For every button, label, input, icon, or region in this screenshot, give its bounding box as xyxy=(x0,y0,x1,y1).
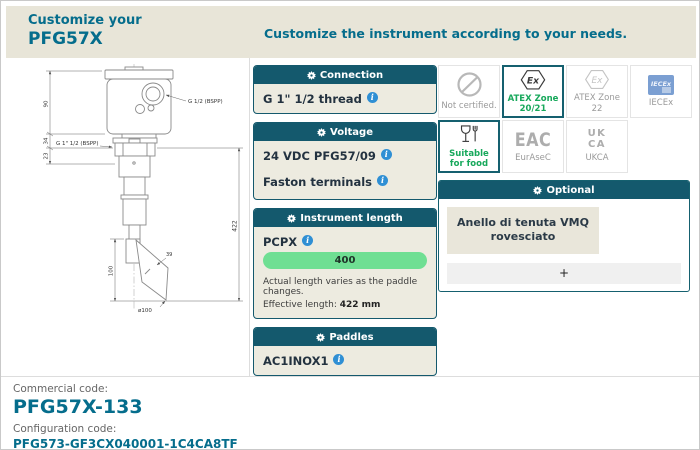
dim-34-label: 34 xyxy=(44,137,50,144)
page-header: Customize your PFG57X Customize the inst… xyxy=(6,6,696,58)
cert-tile-ukca[interactable]: UK CA UKCA xyxy=(566,120,628,173)
customize-your-label: Customize your xyxy=(28,13,142,28)
connection-card-header: Connection xyxy=(254,66,436,84)
effective-length-row: Effective length: 422 mm xyxy=(254,298,436,318)
optional-panel: Optional Anello di tenuta VMQ rovesciato… xyxy=(438,180,690,292)
technical-drawing-panel: 90 34 23 422 100 ø100 39 G 1" 1/2 (BSPP)… xyxy=(2,58,249,376)
atex-ex-icon: Ex xyxy=(520,70,546,90)
optional-item[interactable]: Anello di tenuta VMQ rovesciato xyxy=(447,207,599,254)
info-icon[interactable]: i xyxy=(333,353,345,365)
configuration-code-label: Configuration code: xyxy=(13,423,117,435)
add-optional-button[interactable]: + xyxy=(447,262,681,284)
gear-icon xyxy=(317,128,327,137)
gear-icon xyxy=(306,71,316,80)
info-icon[interactable]: i xyxy=(377,174,389,186)
effective-length-value: 422 mm xyxy=(339,300,381,310)
connection-value-row: G 1" 1/2 thread i xyxy=(254,84,436,113)
connection-card-title: Connection xyxy=(319,70,384,81)
codes-section: Commercial code: PFG57X-133 Configuratio… xyxy=(1,376,699,449)
cert-tile-not-certified[interactable]: Not certified. xyxy=(438,65,500,118)
cert-label: UKCA xyxy=(585,153,609,164)
technical-drawing: 90 34 23 422 100 ø100 39 G 1" 1/2 (BSPP)… xyxy=(44,64,243,314)
terminals-value-row: Faston terminals i xyxy=(254,165,436,199)
options-column: Connection G 1" 1/2 thread i Voltage 24 … xyxy=(253,65,437,384)
length-type-row: PCPX i xyxy=(254,227,436,251)
commercial-code-label: Commercial code: xyxy=(13,383,108,395)
length-type-value: PCPX xyxy=(263,235,298,249)
cert-label: EurAseC xyxy=(515,152,551,163)
instrument-length-card-header: Instrument length xyxy=(254,209,436,227)
length-slider[interactable]: 400 xyxy=(263,252,427,269)
dimension-lines xyxy=(46,70,243,308)
cert-tile-atex-zone-20-21[interactable]: Ex ATEX Zone 20/21 xyxy=(502,65,564,118)
length-note: Actual length varies as the paddle chang… xyxy=(263,277,418,297)
thread-g112-label: G 1" 1/2 (BSPP) xyxy=(56,141,98,147)
cert-label: IECEx xyxy=(648,97,674,108)
svg-text:Ex: Ex xyxy=(527,77,540,87)
product-name: PFG57X xyxy=(28,29,103,49)
voltage-card-header: Voltage xyxy=(254,123,436,141)
connection-card: Connection G 1" 1/2 thread i xyxy=(253,65,437,114)
header-title-block: Customize your PFG57X xyxy=(6,6,696,49)
cert-label: ATEX Zone 20/21 xyxy=(507,93,559,114)
dimension-labels: 90 34 23 422 100 ø100 39 G 1" 1/2 (BSPP)… xyxy=(44,99,239,314)
dim-90-label: 90 xyxy=(44,100,50,107)
svg-text:Ex: Ex xyxy=(592,76,604,86)
instrument-body xyxy=(104,66,174,301)
cert-tile-iecex[interactable]: IECEx IECEx xyxy=(630,65,692,118)
thread-g12-label: G 1/2 (BSPP) xyxy=(188,99,223,105)
dim-23-label: 23 xyxy=(44,152,50,159)
voltage-card: Voltage 24 VDC PFG57/09 i Faston termina… xyxy=(253,122,437,200)
paddles-card: Paddles AC1INOX1 i xyxy=(253,327,437,376)
info-icon[interactable]: i xyxy=(302,234,314,246)
configuration-code-value: PFG573-GF3CX040001-1C4CA8TF xyxy=(13,437,238,450)
header-subtitle: Customize the instrument according to yo… xyxy=(264,26,628,41)
iecex-logo: IECEx xyxy=(648,74,674,95)
ukca-logo: UK CA xyxy=(587,128,607,150)
food-contact-icon xyxy=(460,125,478,142)
cert-label: ATEX Zone 22 xyxy=(574,93,620,114)
optional-panel-title: Optional xyxy=(546,185,595,196)
atex-ex-icon: Ex xyxy=(585,70,609,90)
cert-label: Not certified. xyxy=(441,101,497,112)
instrument-length-card: Instrument length PCPX i 400 Actual leng… xyxy=(253,208,437,319)
paddles-card-header: Paddles xyxy=(254,328,436,346)
effective-length-label: Effective length: xyxy=(263,300,337,310)
voltage-value-row: 24 VDC PFG57/09 i xyxy=(254,141,436,165)
eac-logo: EAC xyxy=(514,128,552,151)
info-icon[interactable]: i xyxy=(380,148,392,160)
cert-tile-atex-zone-22[interactable]: Ex ATEX Zone 22 xyxy=(566,65,628,118)
voltage-value: 24 VDC PFG57/09 xyxy=(263,149,376,163)
dim-100-label: 100 xyxy=(109,265,115,276)
gear-icon xyxy=(316,333,326,342)
dim-422-label: 422 xyxy=(232,220,239,232)
cert-tile-suitable-for-food[interactable]: Suitable for food xyxy=(438,120,500,173)
optional-panel-header: Optional xyxy=(439,181,689,199)
connection-value: G 1" 1/2 thread xyxy=(263,92,362,106)
paddles-value: AC1INOX1 xyxy=(263,354,329,368)
dim-d100-label: ø100 xyxy=(138,308,152,314)
optional-body: Anello di tenuta VMQ rovesciato + xyxy=(439,199,689,291)
info-icon[interactable]: i xyxy=(366,91,378,103)
paddles-value-row: AC1INOX1 i xyxy=(254,346,436,375)
cert-tile-euraseec[interactable]: EAC EurAseC xyxy=(502,120,564,173)
certification-grid: Not certified. Ex ATEX Zone 20/21 Ex ATE… xyxy=(438,65,692,173)
vertical-divider xyxy=(249,58,250,376)
commercial-code-value: PFG57X-133 xyxy=(13,396,143,418)
gear-icon xyxy=(287,214,297,223)
instrument-length-card-title: Instrument length xyxy=(300,213,403,224)
terminals-value: Faston terminals xyxy=(263,175,373,189)
dim-39-label: 39 xyxy=(166,252,172,258)
cert-tile-empty xyxy=(630,120,692,173)
paddles-card-title: Paddles xyxy=(329,332,374,343)
gear-icon xyxy=(533,186,543,195)
voltage-card-title: Voltage xyxy=(330,127,373,138)
cert-label: Suitable for food xyxy=(449,148,489,169)
not-certified-icon xyxy=(456,72,482,98)
